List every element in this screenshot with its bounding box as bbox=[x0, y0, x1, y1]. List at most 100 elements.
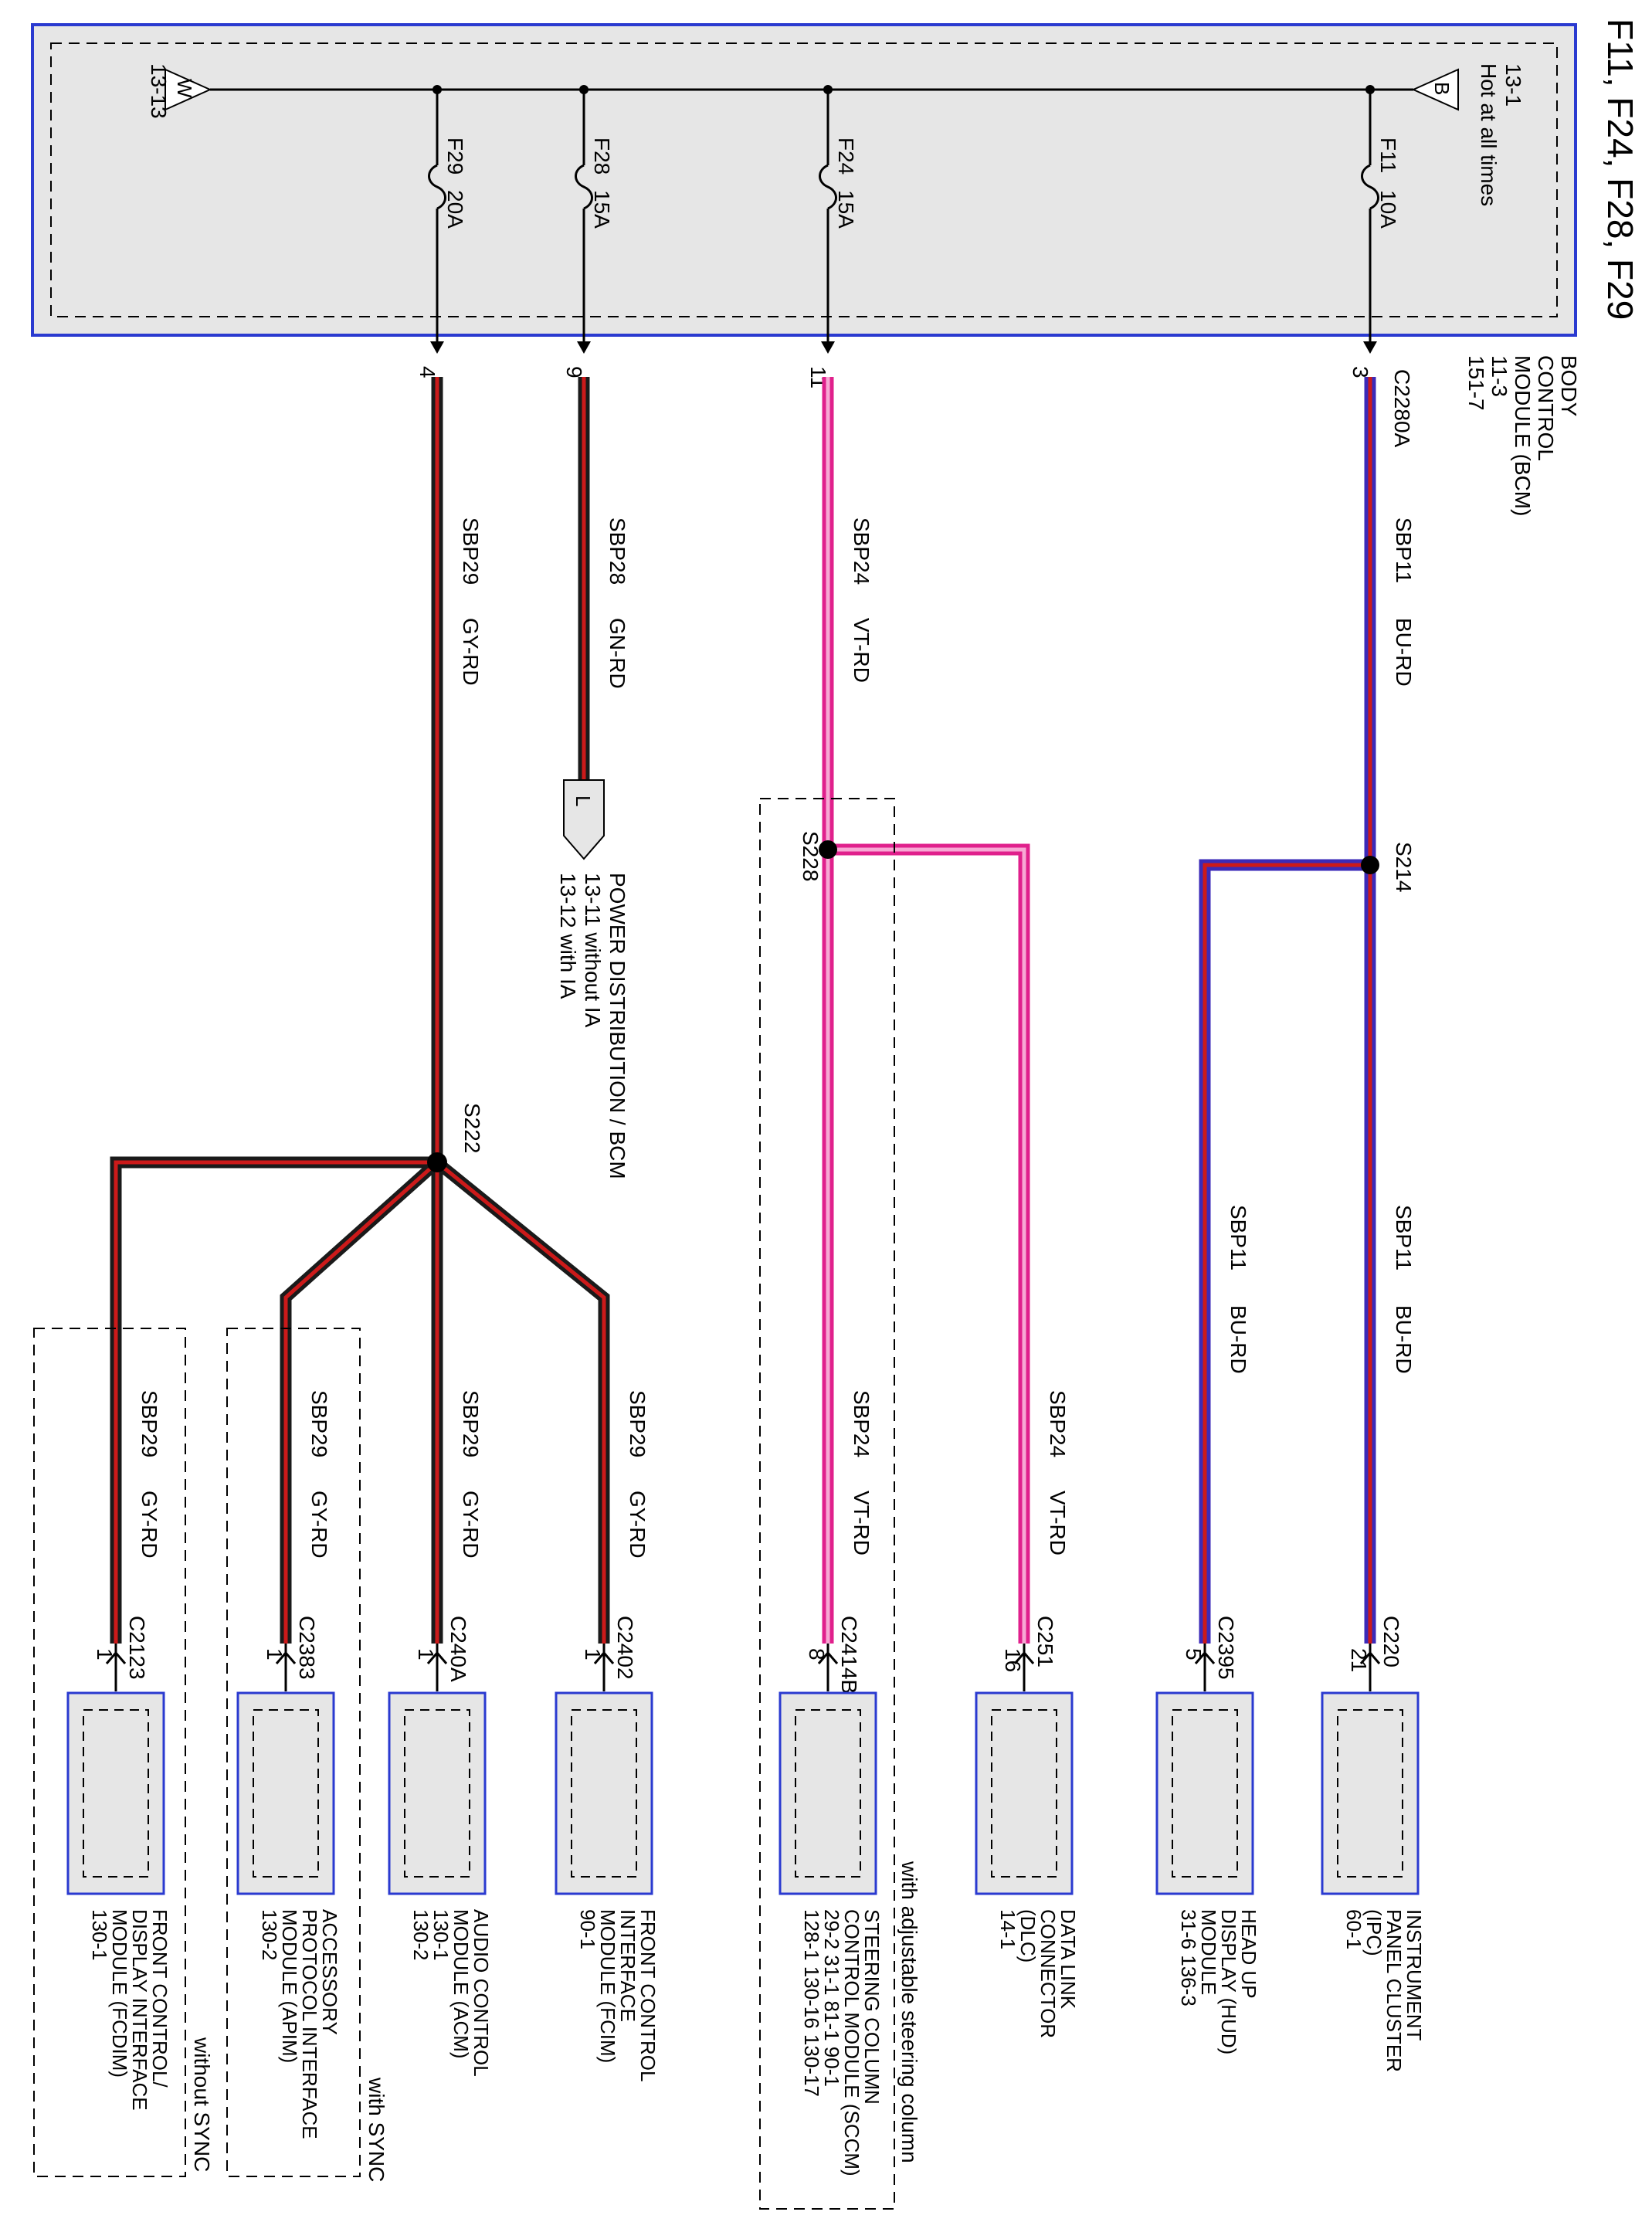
module-box bbox=[779, 1691, 877, 1895]
module-name-line-4: 60-1 bbox=[1342, 1909, 1365, 1949]
connector-fork-icon bbox=[1194, 1650, 1216, 1664]
module-name-line-4: 130-2 bbox=[409, 1909, 433, 1961]
connector-name: C251 bbox=[1033, 1616, 1057, 1667]
connector-pin: 1 bbox=[93, 1648, 117, 1661]
bcm-pin-number: 4 bbox=[416, 366, 439, 378]
module-name-line-1: AUDIO CONTROL bbox=[470, 1909, 493, 2077]
wire-sbp29-apim-stripe bbox=[283, 1161, 439, 1644]
label-sbp29-acm-color: GY-RD bbox=[459, 1491, 483, 1559]
label-sbp11-ipc-color: BU-RD bbox=[1392, 1305, 1416, 1374]
module-name-line-3: MODULE (APIM) bbox=[278, 1909, 301, 2063]
fuse-arrow-icon bbox=[577, 341, 591, 354]
wire-sbp29-fcdim bbox=[110, 1156, 437, 1644]
module-name-line-3: (IPC) bbox=[1362, 1909, 1386, 1956]
fuse-symbol-icon bbox=[575, 164, 593, 210]
connector-w-icon bbox=[165, 68, 212, 111]
connector-pin: 1 bbox=[414, 1648, 438, 1661]
module-name-line-3: 130-1 bbox=[429, 1909, 453, 1961]
connector-name: C2402 bbox=[613, 1616, 637, 1680]
splice-s214-label: S214 bbox=[1392, 842, 1416, 892]
label-sbp29-upper-color: GY-RD bbox=[459, 618, 483, 686]
connector-name: C2123 bbox=[125, 1616, 149, 1680]
connector-name: C2414B bbox=[837, 1616, 861, 1694]
module-name-line-3: 29-2 31-1 81-1 90-1 bbox=[820, 1909, 843, 2087]
power-dist-line-2: 13-11 without IA bbox=[581, 873, 605, 1028]
hot-ref-text: 13-1 bbox=[1501, 63, 1525, 107]
label-sbp11-ipc-circuit: SBP11 bbox=[1392, 1205, 1416, 1270]
fuse-symbol-icon bbox=[819, 164, 837, 210]
label-sbp29-fcdim-circuit: SBP29 bbox=[137, 1390, 161, 1457]
connector-pin: 16 bbox=[1001, 1648, 1025, 1672]
connector-fork-icon bbox=[426, 1650, 448, 1664]
connector-fork-icon bbox=[817, 1650, 839, 1664]
connector-w-letter: W bbox=[173, 79, 196, 98]
module-box-inner bbox=[795, 1709, 861, 1878]
connector-name: C2383 bbox=[295, 1616, 319, 1680]
bcm-connector-text: C2280A bbox=[1390, 369, 1414, 448]
connector-l-icon bbox=[563, 779, 605, 860]
module-name-line-2: CONNECTOR bbox=[1036, 1909, 1060, 2038]
bcm-name-line-1: BODY bbox=[1557, 355, 1581, 417]
module-box bbox=[555, 1691, 653, 1895]
fuse-name: F29 bbox=[443, 137, 467, 175]
connector-pin: 1 bbox=[263, 1648, 287, 1661]
label-sbp29-fcim-color: GY-RD bbox=[626, 1491, 650, 1559]
connector-fork-icon bbox=[105, 1650, 127, 1664]
ground-ref-text: 13-13 bbox=[147, 63, 171, 119]
power-dist-line-1: POWER DISTRIBUTION / BCM bbox=[606, 873, 629, 1179]
module-box bbox=[66, 1691, 165, 1895]
module-name-line-1: INSTRUMENT bbox=[1403, 1909, 1426, 2041]
module-box-inner bbox=[253, 1709, 319, 1878]
module-box-inner bbox=[571, 1709, 637, 1878]
label-sbp29-upper-circuit: SBP29 bbox=[459, 517, 483, 585]
with-sync-label: with SYNC bbox=[365, 2077, 388, 2182]
hot-label: Hot at all times 13-1 bbox=[1477, 63, 1525, 206]
module-name-line-2: PROTOCOL INTERFACE bbox=[298, 1909, 321, 2139]
title-text: F11, F24, F28, F29 bbox=[1600, 19, 1640, 320]
connector-fork-icon bbox=[1013, 1650, 1035, 1664]
splice-s222: S222 bbox=[427, 1103, 484, 1172]
label-sbp24-upper-circuit: SBP24 bbox=[850, 517, 873, 585]
connector-name: C240A bbox=[446, 1616, 470, 1682]
bcm-name-line-2: CONTROL bbox=[1534, 355, 1558, 461]
fuse-rating: 10A bbox=[1376, 190, 1400, 229]
wires bbox=[110, 377, 1376, 1644]
module-name-line-1: HEAD UP bbox=[1237, 1909, 1260, 1999]
connector-l-letter: L bbox=[572, 796, 595, 806]
module-name-line-2: CONTROL MODULE (SCCM) bbox=[840, 1909, 863, 2176]
connector-name: C2395 bbox=[1214, 1616, 1238, 1680]
module-box-inner bbox=[404, 1709, 470, 1878]
module-name-line-4: 90-1 bbox=[576, 1909, 599, 1949]
module-box-inner bbox=[1337, 1709, 1403, 1878]
wire-sbp29-fcim-stripe bbox=[436, 1161, 606, 1644]
module-name-line-4: 130-1 bbox=[88, 1909, 111, 1961]
connector-b-letter: B bbox=[1430, 82, 1454, 95]
fuse-name: F28 bbox=[590, 137, 614, 175]
module-name-line-2: PANEL CLUSTER bbox=[1382, 1909, 1406, 2072]
power-dist-connector: L POWER DISTRIBUTION / BCM 13-11 without… bbox=[556, 779, 629, 1179]
module-name-line-2: DISPLAY INTERFACE bbox=[128, 1909, 151, 2111]
power-dist-line-3: 13-12 with IA bbox=[556, 873, 580, 999]
bcm-pin-number: 9 bbox=[562, 366, 586, 378]
bcm-frame-outer bbox=[31, 23, 1577, 337]
splice-s222-label: S222 bbox=[460, 1103, 484, 1153]
wire-sbp24-dlc-stripe bbox=[828, 847, 1026, 1644]
connector-pin: 8 bbox=[805, 1648, 829, 1661]
fuse-symbol-icon bbox=[1361, 164, 1379, 210]
module-name-line-1: ACCESSORY bbox=[318, 1909, 341, 2035]
connector-fork-icon bbox=[1359, 1650, 1381, 1664]
fuse-rating: 20A bbox=[443, 190, 467, 229]
fuse-arrow-icon bbox=[430, 341, 444, 354]
label-sbp11-hud-circuit: SBP11 bbox=[1226, 1205, 1250, 1270]
module-name-line-3: MODULE (FCIM) bbox=[596, 1909, 619, 2063]
bcm-frame-inner bbox=[50, 42, 1558, 317]
